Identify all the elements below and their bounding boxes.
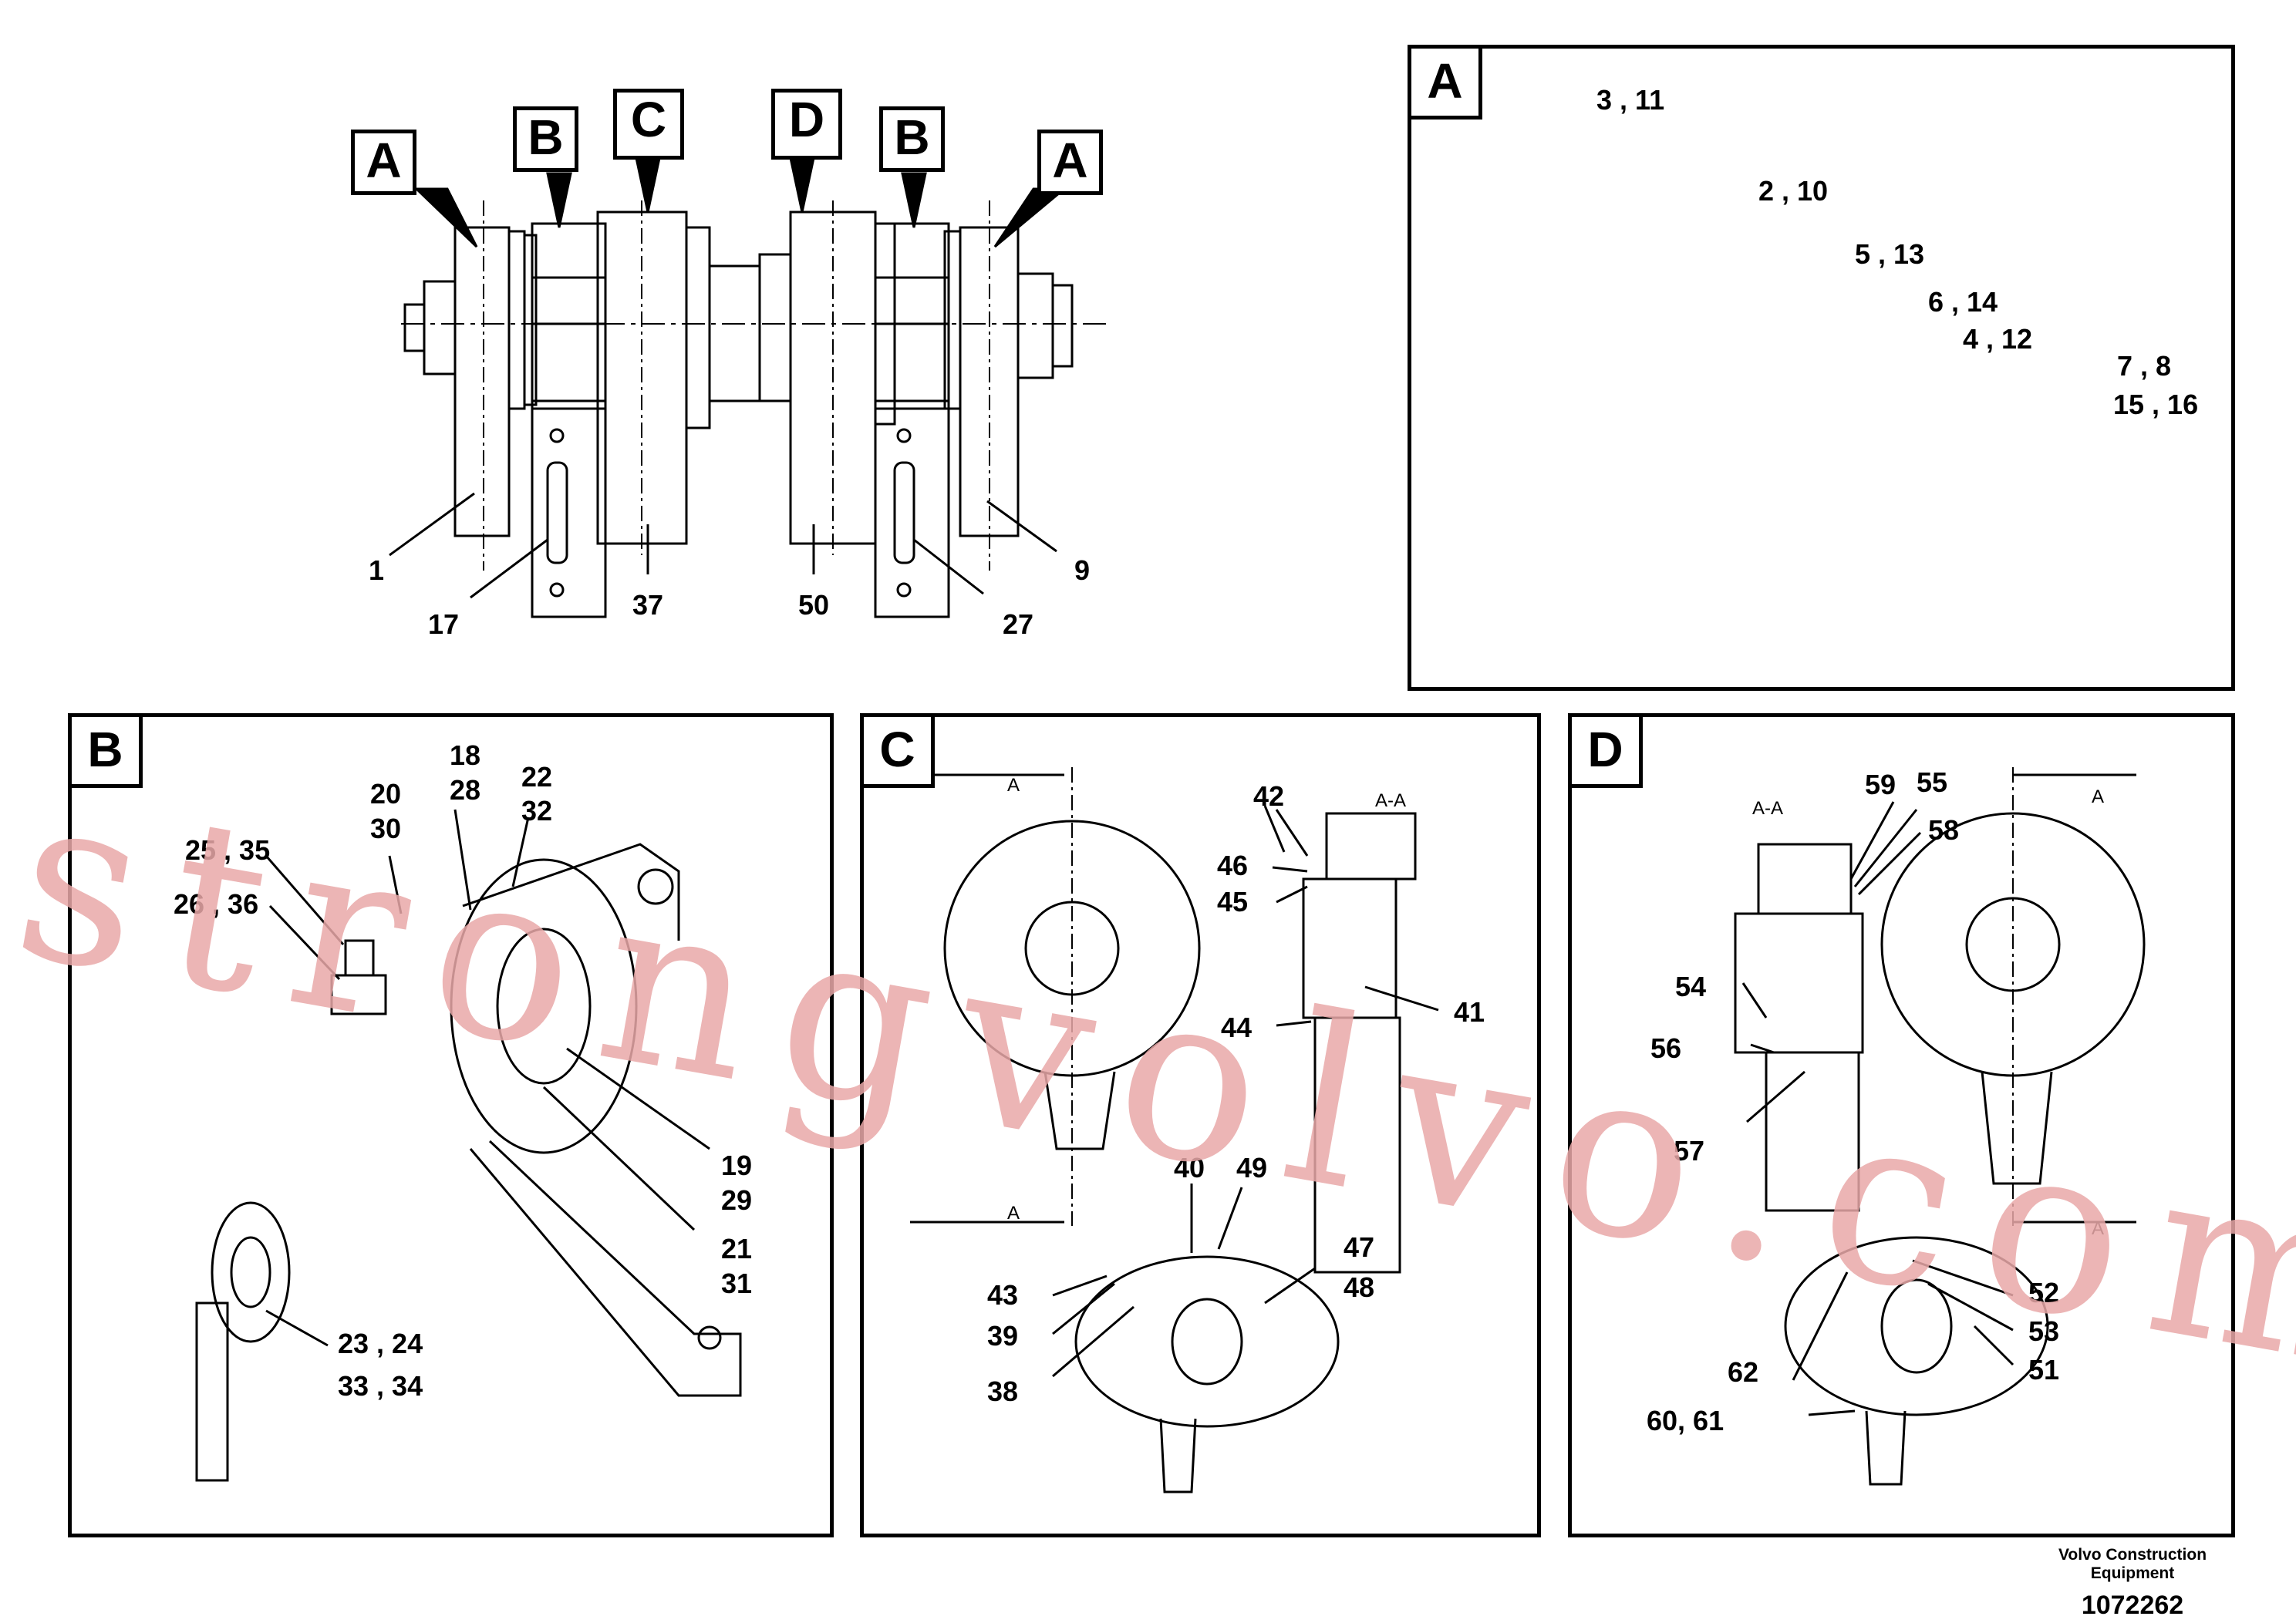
section-marker-bottom: A	[2092, 1218, 2105, 1239]
panel-d-section-view	[1734, 767, 2146, 1486]
callout-27: 27	[1003, 608, 1034, 640]
callout-1: 1	[369, 554, 385, 586]
callout-48: 48	[1344, 1271, 1375, 1303]
callout-17: 17	[428, 608, 460, 640]
callout-37: 37	[632, 589, 664, 621]
callout-6-14: 6 , 14	[1928, 286, 1998, 318]
callout-49: 49	[1236, 1152, 1268, 1184]
callout-56: 56	[1650, 1032, 1682, 1064]
callout-60-61: 60, 61	[1647, 1405, 1725, 1436]
overview-tag-a-left: A	[351, 130, 416, 195]
callout-30: 30	[370, 813, 402, 844]
callout-20: 20	[370, 778, 402, 810]
callout-57: 57	[1674, 1135, 1705, 1167]
section-title-a-a: A-A	[1752, 798, 1784, 819]
callout-26-36: 26 , 36	[174, 888, 259, 920]
callout-39: 39	[987, 1320, 1019, 1352]
overview-tag-b-left: B	[513, 106, 578, 172]
callout-52: 52	[2028, 1277, 2060, 1308]
callout-32: 32	[521, 795, 553, 827]
panel-c-tag: C	[864, 717, 935, 788]
footer-block: Volvo Construction Equipment 1072262	[2032, 1546, 2233, 1623]
callout-5-13: 5 , 13	[1855, 238, 1925, 270]
callout-40: 40	[1174, 1152, 1205, 1184]
callout-19: 19	[721, 1150, 753, 1181]
callout-47: 47	[1344, 1231, 1375, 1263]
section-title-a-a: A-A	[1375, 790, 1407, 811]
overview-tag-c: C	[613, 89, 684, 160]
callout-54: 54	[1675, 971, 1707, 1002]
callout-3-11: 3 , 11	[1596, 84, 1665, 116]
callout-25-35: 25 , 35	[185, 834, 271, 866]
section-marker-top: A	[1007, 775, 1020, 796]
callout-45: 45	[1217, 886, 1249, 918]
callout-42: 42	[1253, 780, 1285, 812]
panel-c: C	[860, 713, 1541, 1537]
callout-46: 46	[1217, 850, 1249, 881]
callout-21: 21	[721, 1233, 753, 1264]
callout-51: 51	[2028, 1354, 2060, 1386]
overview-assembly	[389, 157, 1111, 618]
callout-4-12: 4 , 12	[1963, 323, 2033, 355]
callout-53: 53	[2028, 1315, 2060, 1347]
callout-28: 28	[450, 774, 481, 806]
callout-23-24: 23 , 24	[338, 1328, 423, 1359]
callout-44: 44	[1221, 1012, 1253, 1043]
callout-38: 38	[987, 1376, 1019, 1407]
panel-b: B	[68, 713, 834, 1537]
callout-43: 43	[987, 1279, 1019, 1311]
callout-29: 29	[721, 1184, 753, 1216]
callout-33-34: 33 , 34	[338, 1370, 423, 1402]
callout-50: 50	[798, 589, 830, 621]
panel-a: A	[1408, 45, 2235, 691]
panel-c-section-view	[910, 767, 1439, 1493]
panel-b-tag: B	[72, 717, 143, 788]
drawing-number: 1072262	[2081, 1591, 2184, 1620]
callout-41: 41	[1454, 996, 1485, 1028]
panel-d-tag: D	[1572, 717, 1643, 788]
overview-tag-d: D	[771, 89, 842, 160]
company-name: Volvo Construction	[2058, 1546, 2207, 1564]
callout-22: 22	[521, 761, 553, 793]
callout-62: 62	[1728, 1356, 1759, 1388]
panel-d: D	[1568, 713, 2235, 1537]
callout-31: 31	[721, 1268, 753, 1299]
section-marker-bottom: A	[1007, 1203, 1020, 1224]
callout-9: 9	[1074, 554, 1091, 586]
callout-58: 58	[1928, 814, 1960, 846]
company-name-line2: Equipment	[2090, 1564, 2175, 1582]
panel-a-tag: A	[1411, 49, 1482, 120]
callout-7-8: 7 , 8	[2117, 350, 2172, 382]
callout-59: 59	[1865, 769, 1896, 800]
callout-15-16: 15 , 16	[2113, 389, 2199, 420]
section-marker-top: A	[2092, 786, 2105, 807]
panel-b-housing-view	[195, 809, 742, 1482]
overview-tag-a-right: A	[1037, 130, 1103, 195]
callout-55: 55	[1917, 766, 1948, 798]
callout-18: 18	[450, 739, 481, 771]
callout-2-10: 2 , 10	[1758, 175, 1829, 207]
overview-tag-b-right: B	[879, 106, 945, 172]
